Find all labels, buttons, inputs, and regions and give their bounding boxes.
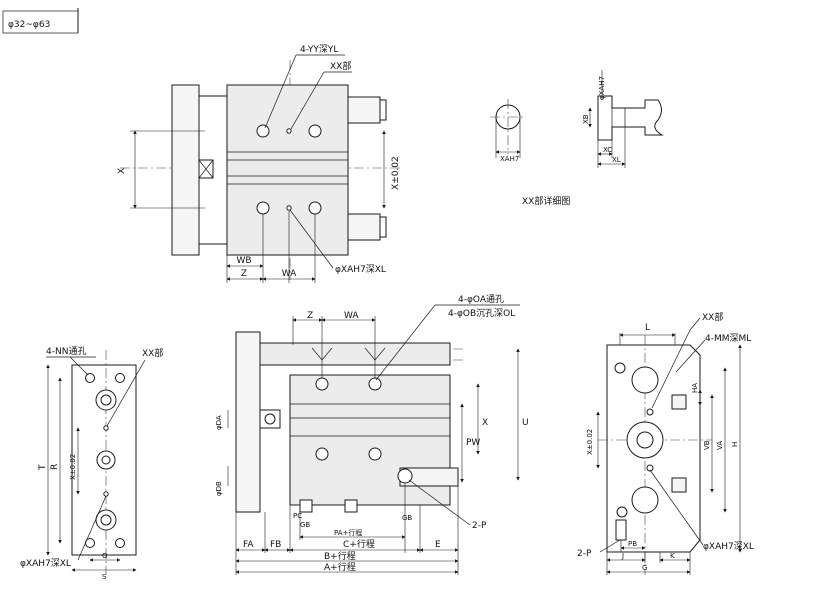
dim-z-top: Z: [241, 269, 247, 279]
label-oa: 4-φOA通孔: [458, 294, 504, 305]
dim-g: G: [642, 564, 647, 572]
detail-caption: XX部详细图: [522, 195, 570, 207]
header-box: φ32~φ63: [2, 8, 79, 34]
label-xx-left: XX部: [142, 347, 163, 359]
dim-pa: PA+行程: [334, 528, 362, 537]
dim-s: S: [102, 573, 107, 581]
dim-da: φDA: [215, 415, 223, 430]
dim-pw: PW: [466, 438, 480, 448]
dim-u: U: [522, 418, 529, 428]
top-view: 4-YY深YL XX部 X X±0.02 WB Z WA φXAH7深XL: [117, 44, 401, 283]
dim-c: C+行程: [343, 538, 375, 550]
detail-xc: XC: [603, 146, 612, 154]
front-flange: [235, 331, 261, 513]
dim-x-tol-right: X±0.02: [586, 429, 594, 455]
dim-ha: HA: [691, 383, 699, 393]
label-p-front: 2-P: [472, 521, 487, 531]
dim-q: Q: [102, 552, 108, 560]
dim-db: φDB: [215, 481, 223, 496]
dim-t: T: [38, 464, 48, 471]
dim-x-top: X: [117, 168, 127, 174]
dim-va: VA: [716, 441, 724, 450]
top-body: [226, 84, 349, 256]
detail-xa: XAH7: [500, 155, 519, 163]
left-view: 4-NN通孔 XX部 T R X±0.02 Q S φXAH7深XL: [20, 346, 163, 581]
header-range: φ32~φ63: [8, 20, 50, 30]
dim-l: L: [645, 323, 650, 333]
dim-j: J: [621, 552, 624, 560]
dim-b: B+行程: [324, 550, 356, 562]
detail-xa-top: φXAH7: [598, 76, 606, 100]
dim-wa-top: WA: [282, 269, 297, 279]
dim-a: A+行程: [324, 561, 356, 573]
label-p-right: 2-P: [577, 549, 592, 559]
detail-xb: XB: [582, 114, 590, 124]
dim-pb: PB: [628, 540, 637, 548]
detail-view: XAH7 XB φXAH7 XC XL XX部详细图: [490, 70, 664, 207]
dim-e: E: [435, 540, 441, 550]
label-xa-left: φXAH7深XL: [20, 558, 71, 569]
dim-wb: WB: [236, 256, 251, 266]
dim-r: R: [50, 464, 60, 470]
label-xa-top: φXAH7深XL: [335, 264, 386, 275]
dim-fb: FB: [270, 540, 281, 550]
dim-h: H: [731, 442, 739, 447]
dim-fa: FA: [243, 540, 254, 550]
dim-wa-front: WA: [344, 311, 359, 321]
right-view: L XX部 4-MM深ML HA VB VA H X±0.02 PB J K G…: [577, 311, 754, 575]
dim-vb: VB: [703, 440, 711, 450]
label-mm: 4-MM深ML: [705, 333, 751, 344]
dim-z-front: Z: [307, 311, 313, 321]
label-xx-right: XX部: [702, 311, 723, 323]
dim-gb: GB: [402, 514, 412, 522]
top-flange: [171, 84, 200, 256]
dim-x-tol-left: X±0.02: [69, 454, 77, 480]
label-ob: 4-φOB沉孔深OL: [448, 308, 515, 319]
front-view: Z WA 4-φOA通孔 4-φOB沉孔深OL φDA φDB X PW U P…: [215, 294, 529, 575]
dim-x-tol-top: X±0.02: [391, 156, 401, 190]
detail-xl: XL: [612, 156, 621, 164]
label-xa-right: φXAH7深XL: [703, 541, 754, 552]
dim-gb-small: GB: [300, 521, 310, 529]
dim-x-front: X: [482, 418, 488, 428]
label-xx-top: XX部: [330, 60, 351, 72]
label-yy: 4-YY深YL: [300, 44, 338, 55]
label-nn: 4-NN通孔: [46, 346, 86, 357]
dim-k: K: [670, 552, 675, 560]
dim-pc: PC: [293, 512, 302, 520]
